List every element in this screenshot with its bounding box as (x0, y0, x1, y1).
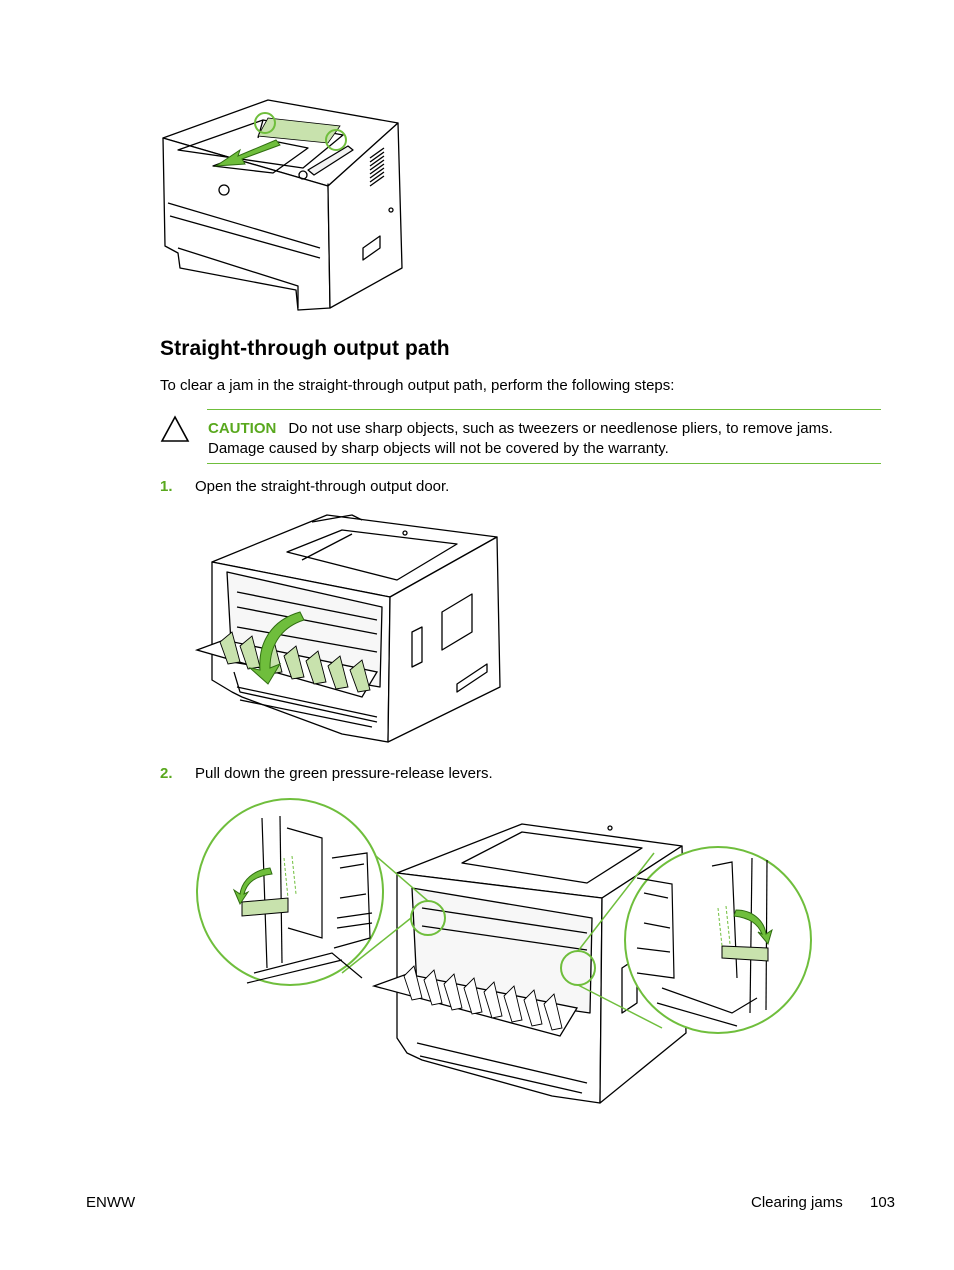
section-heading: Straight-through output path (160, 337, 450, 360)
caution-label: CAUTION (208, 420, 277, 437)
step-2-text: Pull down the green pressure-release lev… (195, 765, 493, 782)
footer-section: Clearing jams (751, 1194, 843, 1211)
footer-page-number: 103 (870, 1194, 896, 1211)
rear-door-illustration (192, 512, 502, 746)
caution-text: Do not use sharp objects, such as tweeze… (208, 420, 833, 457)
pressure-release-levers-illustration (192, 798, 816, 1110)
warning-triangle-icon (160, 415, 190, 443)
step-1-number: 1. (160, 478, 173, 495)
step-2-number: 2. (160, 765, 173, 782)
footer-left: ENWW (86, 1194, 136, 1211)
intro-paragraph: To clear a jam in the straight-through o… (160, 377, 675, 394)
printer-front-illustration (158, 98, 406, 314)
step-1-text: Open the straight-through output door. (195, 478, 450, 495)
